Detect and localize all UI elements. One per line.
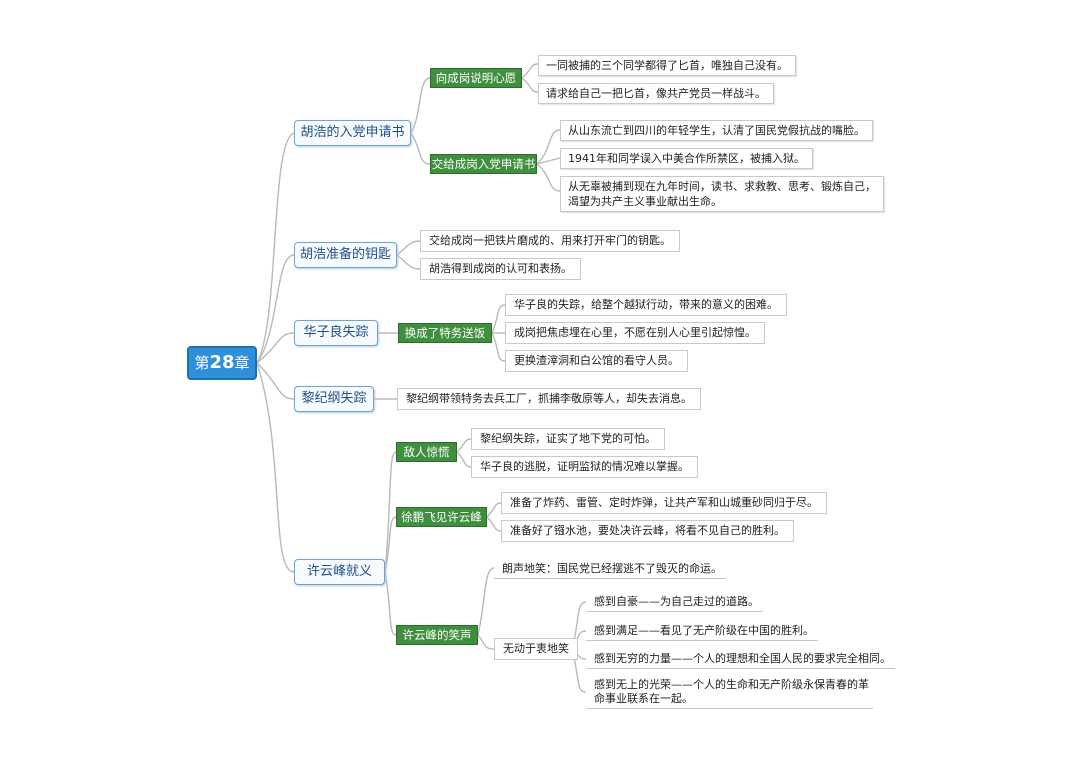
leaf-glory-line2: 命事业联系在一起。 xyxy=(594,692,693,705)
leaf-b1-s2-3-line1: 从无辜被捕到现在九年时间，读书、求救教、思考、锻炼自己， xyxy=(568,180,876,193)
leaf-b5-s2-2: 准备好了镪水池，要处决许云峰，将看不见自己的胜利。 xyxy=(501,520,794,542)
topic-xu-pengfei-meets[interactable]: 徐鹏飞见许云峰 xyxy=(396,507,487,527)
topic-laugh-indifferent[interactable]: 无动于衷地笑 xyxy=(494,638,578,660)
branch-xu-yunfeng-martyrdom[interactable]: 许云峰就义 xyxy=(294,559,385,585)
leaf-b2-1: 交给成岗一把铁片磨成的、用来打开牢门的钥匙。 xyxy=(420,230,680,252)
root-number: 28 xyxy=(209,352,235,373)
central-topic-chapter-28[interactable]: 第28章 xyxy=(187,346,257,380)
leaf-pride: 感到自豪——为自己走过的道路。 xyxy=(586,595,763,612)
topic-explain-wish[interactable]: 向成岗说明心愿 xyxy=(430,68,522,88)
leaf-glory-line1: 感到无上的光荣——个人的生命和无产阶级永保青春的革 xyxy=(594,678,869,691)
leaf-b1-s2-3: 从无辜被捕到现在九年时间，读书、求救教、思考、锻炼自己， 渴望为共产主义事业献出… xyxy=(560,176,884,212)
topic-agent-meals[interactable]: 换成了特务送饭 xyxy=(398,323,492,343)
leaf-b2-2: 胡浩得到成岗的认可和表扬。 xyxy=(420,258,581,280)
leaf-b1-s2-3-line2: 渴望为共产主义事业献出生命。 xyxy=(568,195,722,208)
leaf-b4-1: 黎纪纲带领特务去兵工厂，抓捕李敬原等人，却失去消息。 xyxy=(397,388,701,410)
leaf-b3-3: 更换渣滓洞和白公馆的看守人员。 xyxy=(505,350,688,372)
leaf-b1-s1-2: 请求给自己一把匕首，像共产党员一样战斗。 xyxy=(538,83,774,104)
leaf-b1-s1-1: 一同被捕的三个同学都得了匕首，唯独自己没有。 xyxy=(538,55,796,76)
leaf-laugh-loud: 朗声地笑：国民党已经摆逃不了毁灭的命运。 xyxy=(494,562,726,579)
branch-li-jigang-missing[interactable]: 黎纪纲失踪 xyxy=(294,386,374,412)
root-prefix: 第 xyxy=(194,354,210,372)
leaf-b5-s1-1: 黎纪纲失踪，证实了地下党的可怕。 xyxy=(471,428,665,450)
leaf-b3-2: 成岗把焦虑埋在心里，不愿在别人心里引起惊惶。 xyxy=(505,322,765,344)
branch-hu-hao-key[interactable]: 胡浩准备的钥匙 xyxy=(294,242,397,268)
leaf-satisfaction: 感到满足——看见了无产阶级在中国的胜利。 xyxy=(586,624,818,641)
topic-enemy-panic[interactable]: 敌人惊慌 xyxy=(396,442,457,462)
topic-xu-yunfeng-laughter[interactable]: 许云峰的笑声 xyxy=(396,625,478,645)
root-suffix: 章 xyxy=(234,354,250,372)
branch-hua-ziliang-missing[interactable]: 华子良失踪 xyxy=(294,320,378,346)
leaf-glory: 感到无上的光荣——个人的生命和无产阶级永保青春的革 命事业联系在一起。 xyxy=(586,678,873,709)
leaf-b1-s2-2: 1941年和同学误入中美合作所禁区，被捕入狱。 xyxy=(560,148,813,169)
leaf-b5-s2-1: 准备了炸药、雷管、定时炸弹，让共产军和山城重砂同归于尽。 xyxy=(501,492,827,514)
leaf-b3-1: 华子良的失踪，给整个越狱行动，带来的意义的困难。 xyxy=(505,294,787,316)
leaf-power: 感到无穷的力量——个人的理想和全国人民的要求完全相同。 xyxy=(586,652,895,669)
branch-hu-hao-application[interactable]: 胡浩的入党申请书 xyxy=(294,120,411,146)
topic-give-application[interactable]: 交给成岗入党申请书 xyxy=(430,154,537,174)
leaf-b1-s2-1: 从山东流亡到四川的年轻学生，认清了国民党假抗战的嘴脸。 xyxy=(560,120,873,141)
leaf-b5-s1-2: 华子良的逃脱，证明监狱的情况难以掌握。 xyxy=(471,456,698,478)
